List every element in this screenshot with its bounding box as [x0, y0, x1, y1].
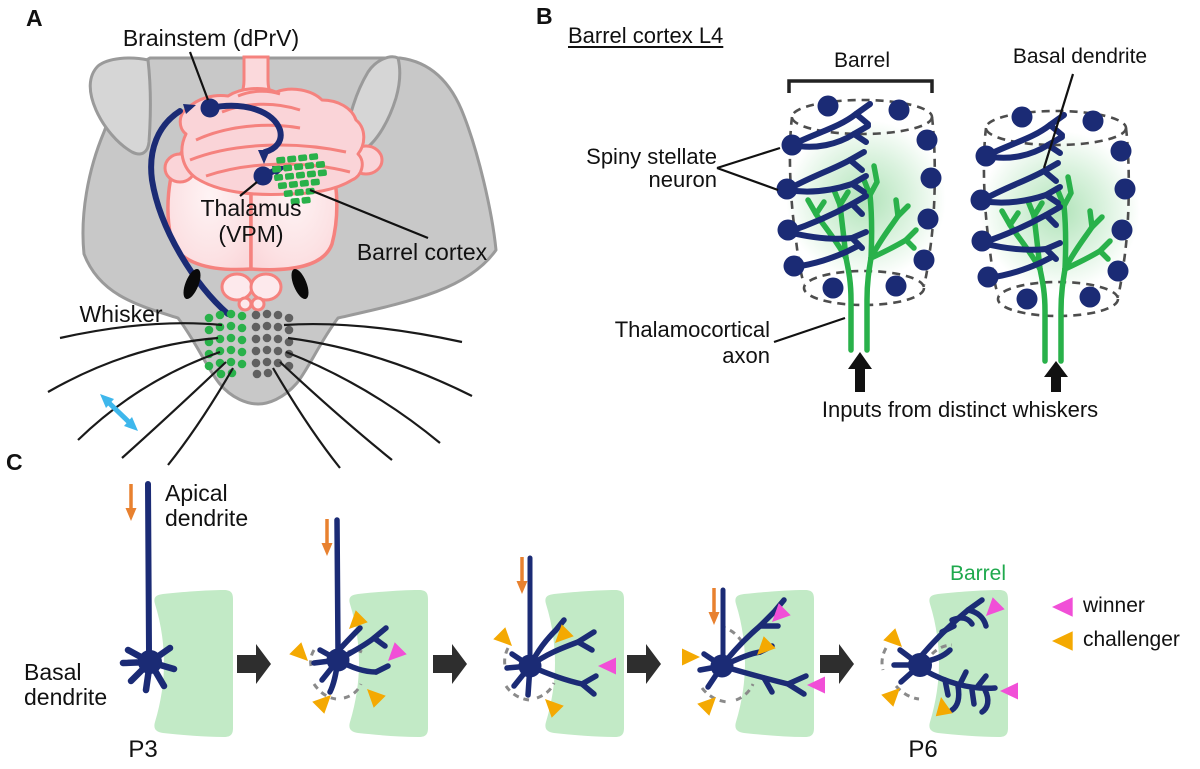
apical-input-arrow-icon-1 [123, 482, 139, 523]
basal-dendrite-label-b: Basal dendrite [1012, 45, 1148, 68]
brainstem-label: Brainstem (dPrV) [122, 25, 300, 51]
spiny-stellate-label-line2: neuron [648, 167, 717, 192]
stage-p6-label: P6 [908, 736, 938, 763]
stage-arrows [237, 644, 854, 684]
challenger-arrowhead-icon [682, 648, 700, 666]
thalamus-pointer-line [239, 181, 258, 197]
spiny-stellate-label-line1: Spiny stellate [586, 144, 717, 169]
mouse-head [47, 51, 498, 469]
challenger-arrowhead-icon [493, 627, 519, 653]
eyes [183, 268, 309, 300]
barrel-cortex-pointer-line [309, 188, 429, 240]
spiny-stellate-pointer-lines [716, 146, 781, 192]
basal-dendrite-label-line1: Basal [24, 659, 82, 685]
apical-dendrite-label-line1: Apical [165, 480, 228, 506]
apical-input-arrow-icon-4 [706, 586, 722, 627]
whisker-to-brainstem-path [148, 108, 231, 317]
brainstem-to-thalamus-path [207, 102, 284, 155]
legend-challenger-label: challenger [1083, 628, 1180, 651]
winner-legend-arrowhead-icon [1052, 597, 1073, 617]
panel-c-label: C [6, 449, 23, 475]
spiny-stellate-somata-ring [776, 95, 942, 299]
inputs-arrows [848, 352, 1068, 392]
apical-input-arrow-icon-3 [514, 555, 530, 596]
panel-b-title: Barrel cortex L4 [568, 23, 724, 48]
right-eye [291, 268, 309, 300]
apical-input-arrow-icon-2 [319, 517, 335, 558]
challenger-arrowhead-icon [881, 681, 907, 707]
left-ear [88, 56, 152, 156]
whisker-motion-arrow-icon [100, 394, 138, 431]
challenger-legend-arrowhead-icon [1052, 631, 1073, 651]
challenger-arrowhead-icon [312, 688, 338, 714]
stage-arrow-icon-2 [433, 644, 467, 684]
barrel-bracket [787, 79, 934, 93]
mouse-brain [163, 55, 384, 312]
neuron-stage-1 [119, 481, 178, 694]
brainstem-pointer-line [188, 51, 210, 101]
panel-b-label: B [536, 3, 553, 29]
pruned-dendrites [503, 647, 556, 702]
barrel-cortex-label: Barrel cortex [356, 239, 488, 265]
legend-winner-label: winner [1083, 594, 1145, 617]
neuron-stage-5 [880, 597, 1018, 717]
barrel-label-c: Barrel [949, 562, 1007, 585]
barrel-label-b: Barrel [833, 49, 891, 72]
thalamocortical-pointer-line [773, 316, 846, 344]
input-arrow-icon-2 [1044, 361, 1068, 392]
basal-dendrite-label-line2: dendrite [24, 684, 108, 710]
stage-arrow-icon-1 [237, 644, 271, 684]
neuron-stage-2 [289, 517, 407, 714]
panel-a-pointer-lines [188, 51, 429, 240]
thalamus-label-line1: Thalamus [200, 195, 302, 221]
thalamocortical-label-line2: axon [722, 343, 770, 368]
barrel-2 [971, 107, 1141, 362]
input-arrow-icon-1 [848, 352, 872, 392]
thalamus-label-line2: (VPM) [218, 221, 284, 247]
pruned-dendrites [880, 643, 953, 701]
brainstem-node [200, 98, 220, 118]
whisker-label: Whisker [79, 301, 163, 327]
stage-arrow-icon-4 [820, 644, 854, 684]
thalamus-node [253, 166, 273, 186]
olfactory-bulbs [220, 272, 283, 312]
barrel-zones [154, 590, 1008, 737]
barrel-cortex-patch [272, 153, 327, 205]
inputs-label: Inputs from distinct whiskers [821, 397, 1099, 422]
neuron-stage-4 [682, 587, 825, 716]
stage-arrow-icon-3 [627, 644, 661, 684]
challenger-arrowhead-icon [697, 690, 723, 716]
panel-b-pointer-lines [716, 73, 1075, 344]
neuron-stage-3 [493, 555, 616, 718]
thalamocortical-label-line1: Thalamocortical [614, 317, 770, 342]
apical-dendrite-label-line2: dendrite [165, 505, 249, 531]
whiskers [47, 322, 473, 469]
basal-dendrite-pointer-line [1042, 73, 1075, 169]
barrel-1 [776, 95, 946, 353]
stage-p3-label: P3 [128, 736, 158, 763]
panel-a-label: A [26, 5, 43, 31]
left-eye [183, 268, 201, 300]
